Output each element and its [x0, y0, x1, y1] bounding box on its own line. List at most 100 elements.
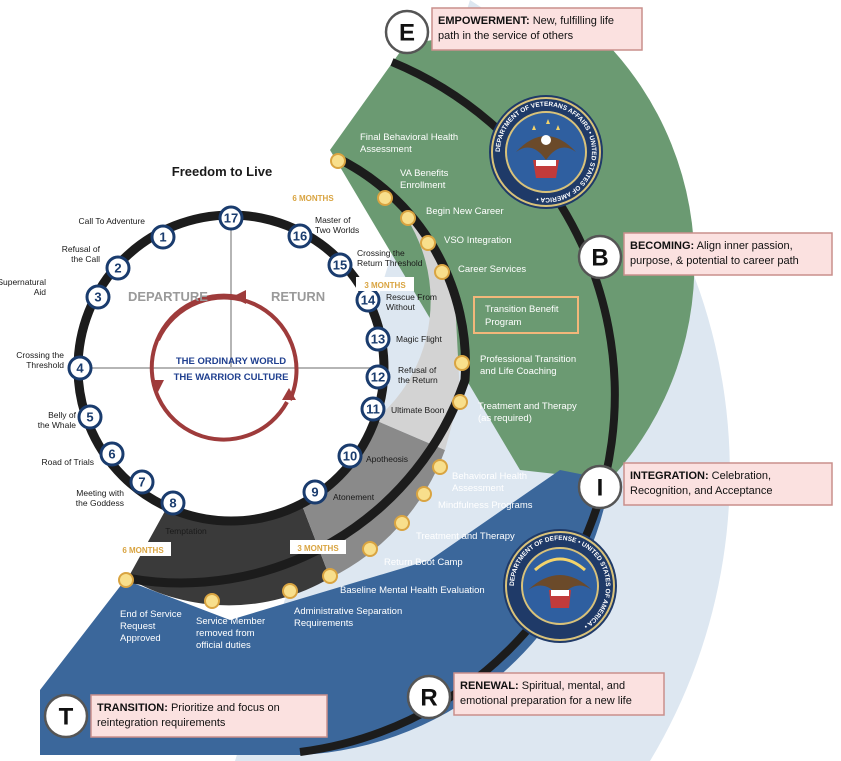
- stage-label: Temptation: [165, 526, 207, 536]
- months-label-a: 6 MONTHS: [292, 194, 334, 203]
- stage-node: [85, 284, 111, 310]
- stage-number: 13: [371, 332, 385, 347]
- callout-letter-badge: [406, 674, 452, 720]
- renewal-step: Mindfulness Programs: [416, 486, 533, 511]
- stage-number: 11: [366, 402, 380, 417]
- stage-number: 16: [293, 229, 307, 244]
- stage-label: Belly of: [48, 410, 77, 420]
- step-label: Assessment: [452, 483, 504, 494]
- stage-node: [365, 326, 391, 352]
- stage-node: [337, 443, 363, 469]
- callout-box: [623, 232, 833, 276]
- return-label: RETURN: [271, 289, 325, 304]
- stage-label: Crossing the: [16, 350, 64, 360]
- stage-label: Threshold: [26, 360, 64, 370]
- empowerment-step: Begin New Career: [400, 206, 504, 226]
- tbp-line-1: Transition Benefit: [485, 304, 559, 315]
- stage-node: [77, 404, 103, 430]
- callout-letter: I: [597, 475, 604, 502]
- callout-letter: T: [59, 704, 74, 731]
- months-label-c: 3 MONTHS: [297, 544, 339, 553]
- stage-label: Crossing the: [357, 248, 405, 258]
- empowerment-step: Treatment and Therapy(as required): [452, 394, 577, 424]
- step-label: Service Member: [196, 616, 265, 627]
- departure-label: DEPARTURE: [128, 289, 208, 304]
- step-label: Enrollment: [400, 180, 446, 191]
- arrowhead-right: [282, 388, 296, 400]
- step-label: official duties: [196, 640, 251, 651]
- stage-number: 2: [114, 261, 121, 276]
- stage-node: [360, 396, 386, 422]
- stage-node: [150, 224, 176, 250]
- step-label: Treatment and Therapy: [416, 531, 515, 542]
- stage-label: the Goddess: [76, 498, 124, 508]
- callout-box: [90, 694, 328, 738]
- stage-number: 5: [86, 410, 93, 425]
- empowerment-step: Career Services: [434, 264, 526, 280]
- dod-seal-icon: DEPARTMENT OF DEFENSE • UNITED STATES OF…: [503, 529, 617, 643]
- step-node: [394, 515, 410, 531]
- step-node: [282, 583, 298, 599]
- callout-line: purpose, & potential to career path: [630, 255, 799, 267]
- callout-line: Recognition, and Acceptance: [630, 485, 773, 497]
- step-label: (as required): [478, 413, 532, 424]
- step-node: [118, 572, 134, 588]
- warrior-culture-label: THE WARRIOR CULTURE: [174, 372, 289, 383]
- step-label: End of Service: [120, 609, 182, 620]
- stage-17: 17: [218, 205, 244, 231]
- stage-label: Supernatural: [0, 277, 46, 287]
- callout-line: RENEWAL: Spiritual, mental, and: [460, 680, 625, 692]
- callout-letter: B: [591, 245, 608, 272]
- stage-number: 14: [361, 293, 376, 308]
- step-label: Mindfulness Programs: [438, 500, 533, 511]
- stage-label: Ultimate Boon: [391, 405, 445, 415]
- arrowhead-left: [152, 380, 164, 392]
- step-node: [322, 568, 338, 584]
- callout-box: [453, 672, 665, 716]
- months-markers: 6 MONTHS 3 MONTHS 3 MONTHS 6 MONTHS: [115, 190, 414, 556]
- ordinary-world-label: THE ORDINARY WORLD: [176, 356, 286, 367]
- stage-number: 17: [224, 211, 238, 226]
- step-label: VSO Integration: [444, 235, 512, 246]
- callout-line: emotional preparation for a new life: [460, 695, 632, 707]
- stage-node: [129, 469, 155, 495]
- stage-label: Atonement: [333, 492, 375, 502]
- step-node: [434, 264, 450, 280]
- step-node: [377, 190, 393, 206]
- callout-box: [431, 7, 643, 51]
- journey-spiral-track: [126, 152, 471, 588]
- stage-node: [327, 252, 353, 278]
- stage-label: Master of: [315, 215, 351, 225]
- stage-node: [105, 255, 131, 281]
- stage-label: Without: [386, 302, 415, 312]
- stage-node: [160, 490, 186, 516]
- step-label: Career Services: [458, 264, 526, 275]
- step-label: Administrative Separation: [294, 606, 402, 617]
- stage-label: the Return: [398, 375, 438, 385]
- step-label: Baseline Mental Health Evaluation: [340, 585, 485, 596]
- stage-label: Meeting with: [76, 488, 124, 498]
- step-node: [204, 593, 220, 609]
- stage-11: 11 Ultimate Boon: [360, 396, 445, 422]
- step-label: Begin New Career: [426, 206, 504, 217]
- stage-label: Return Threshold: [357, 258, 423, 268]
- step-label: Professional Transition: [480, 354, 576, 365]
- stage-number: 15: [333, 258, 347, 273]
- callout-line: BECOMING: Align inner passion,: [630, 240, 793, 252]
- callout-letter-badge: [43, 693, 89, 739]
